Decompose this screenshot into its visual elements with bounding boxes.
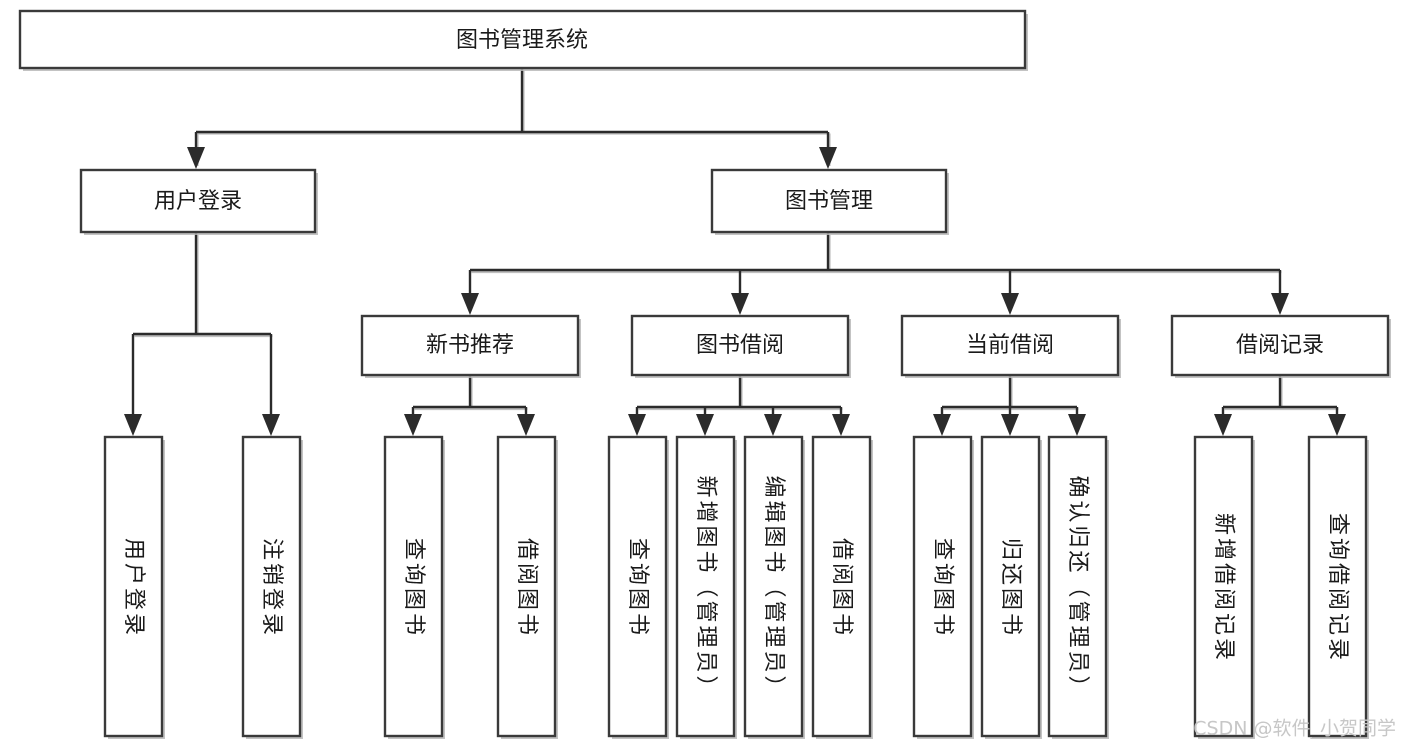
node-current-borrow-label: 当前借阅	[966, 333, 1054, 358]
node-book-borrow[interactable]: 图书借阅	[630, 314, 851, 378]
leaf-user-login-1-label: 注销登录	[259, 538, 284, 638]
connector-book-mgmt-to-borrow-record	[1271, 270, 1289, 315]
leaf-book-borrow-2[interactable]: 编辑图书（管理员）	[743, 435, 805, 739]
connector-user-login-stem	[194, 233, 199, 336]
connector-user-login-to-leaf-1	[262, 334, 280, 436]
connector-book-borrow-to-leaf-1	[696, 407, 714, 436]
leaf-book-borrow-3-label: 借阅图书	[829, 538, 854, 638]
connector-new-book-to-leaf-0	[404, 407, 422, 436]
node-current-borrow[interactable]: 当前借阅	[900, 314, 1121, 378]
connector-book-borrow-to-leaf-0	[628, 407, 646, 436]
connector-book-borrow-stem	[738, 375, 743, 409]
leaf-borrow-record-1-label: 查询借阅记录	[1325, 513, 1350, 663]
connector-root-to-book-mgmt	[819, 132, 837, 169]
leaf-current-borrow-2-label: 确认归还（管理员）	[1065, 475, 1090, 700]
node-root[interactable]: 图书管理系统	[18, 9, 1028, 71]
leaf-book-borrow-0[interactable]: 查询图书	[607, 435, 669, 739]
connector-book-mgmt-stem	[826, 233, 831, 272]
connector-current-borrow-to-leaf-1	[1001, 407, 1019, 436]
leaf-borrow-record-0-label: 新增借阅记录	[1211, 513, 1236, 663]
leaf-user-login-0[interactable]: 用户登录	[103, 435, 165, 739]
node-user-login[interactable]: 用户登录	[79, 168, 318, 235]
connector-book-mgmt-bus	[470, 268, 1282, 274]
node-borrow-record[interactable]: 借阅记录	[1170, 314, 1391, 378]
watermark-label: CSDN @软件_小贺同学	[1193, 718, 1396, 740]
leaf-new-book-0-label: 查询图书	[401, 538, 426, 638]
leaf-book-borrow-3[interactable]: 借阅图书	[811, 435, 873, 739]
node-new-book-recommend-label: 新书推荐	[426, 333, 514, 358]
connector-root-bus	[196, 130, 830, 135]
leaf-new-book-1-label: 借阅图书	[514, 538, 539, 638]
node-user-login-label: 用户登录	[154, 189, 242, 214]
node-book-management[interactable]: 图书管理	[710, 168, 949, 235]
node-book-management-label: 图书管理	[785, 189, 873, 214]
leaf-current-borrow-2[interactable]: 确认归还（管理员）	[1047, 435, 1109, 739]
leaf-user-login-0-label: 用户登录	[121, 538, 146, 638]
connector-book-mgmt-to-book-borrow	[731, 270, 749, 315]
leaf-current-borrow-1-label: 归还图书	[998, 538, 1023, 638]
connector-user-login-bus	[133, 332, 273, 338]
leaf-current-borrow-0[interactable]: 查询图书	[912, 435, 974, 739]
node-book-borrow-label: 图书借阅	[696, 333, 784, 358]
leaf-new-book-0[interactable]: 查询图书	[383, 435, 445, 739]
connector-new-book-bus	[413, 405, 528, 411]
node-root-label: 图书管理系统	[456, 28, 588, 53]
connector-book-borrow-to-leaf-2	[764, 407, 782, 436]
connector-book-borrow-bus	[637, 405, 843, 411]
connector-borrow-record-to-leaf-0	[1214, 407, 1232, 436]
leaf-current-borrow-1[interactable]: 归还图书	[980, 435, 1042, 739]
connector-root-to-user-login	[187, 132, 205, 169]
leaf-book-borrow-1-label: 新增图书（管理员）	[693, 475, 718, 700]
leaf-book-borrow-1[interactable]: 新增图书（管理员）	[675, 435, 737, 739]
leaf-book-borrow-2-label: 编辑图书（管理员）	[761, 475, 786, 700]
connector-book-mgmt-to-new-book	[461, 270, 479, 315]
connector-user-login-to-leaf-0	[124, 334, 142, 436]
leaf-book-borrow-0-label: 查询图书	[625, 538, 650, 638]
connector-book-borrow-to-leaf-3	[832, 407, 850, 436]
connector-borrow-record-stem	[1278, 375, 1283, 409]
connector-root-stem	[520, 69, 525, 134]
leaf-borrow-record-1[interactable]: 查询借阅记录	[1307, 435, 1369, 739]
connector-current-borrow-to-leaf-0	[933, 407, 951, 436]
connector-new-book-to-leaf-1	[517, 407, 535, 436]
node-borrow-record-label: 借阅记录	[1236, 333, 1324, 358]
connector-borrow-record-bus	[1223, 405, 1339, 411]
leaf-new-book-1[interactable]: 借阅图书	[496, 435, 558, 739]
node-new-book-recommend[interactable]: 新书推荐	[360, 314, 581, 378]
connector-book-mgmt-to-current-borrow	[1001, 270, 1019, 315]
leaf-current-borrow-0-label: 查询图书	[930, 538, 955, 638]
connector-borrow-record-to-leaf-1	[1328, 407, 1346, 436]
connector-new-book-stem	[468, 375, 473, 409]
leaf-borrow-record-0[interactable]: 新增借阅记录	[1193, 435, 1255, 739]
connector-current-borrow-to-leaf-2	[1068, 407, 1086, 436]
connector-layer	[124, 69, 1346, 436]
leaf-user-login-1[interactable]: 注销登录	[241, 435, 303, 739]
connector-current-borrow-stem	[1008, 375, 1013, 409]
